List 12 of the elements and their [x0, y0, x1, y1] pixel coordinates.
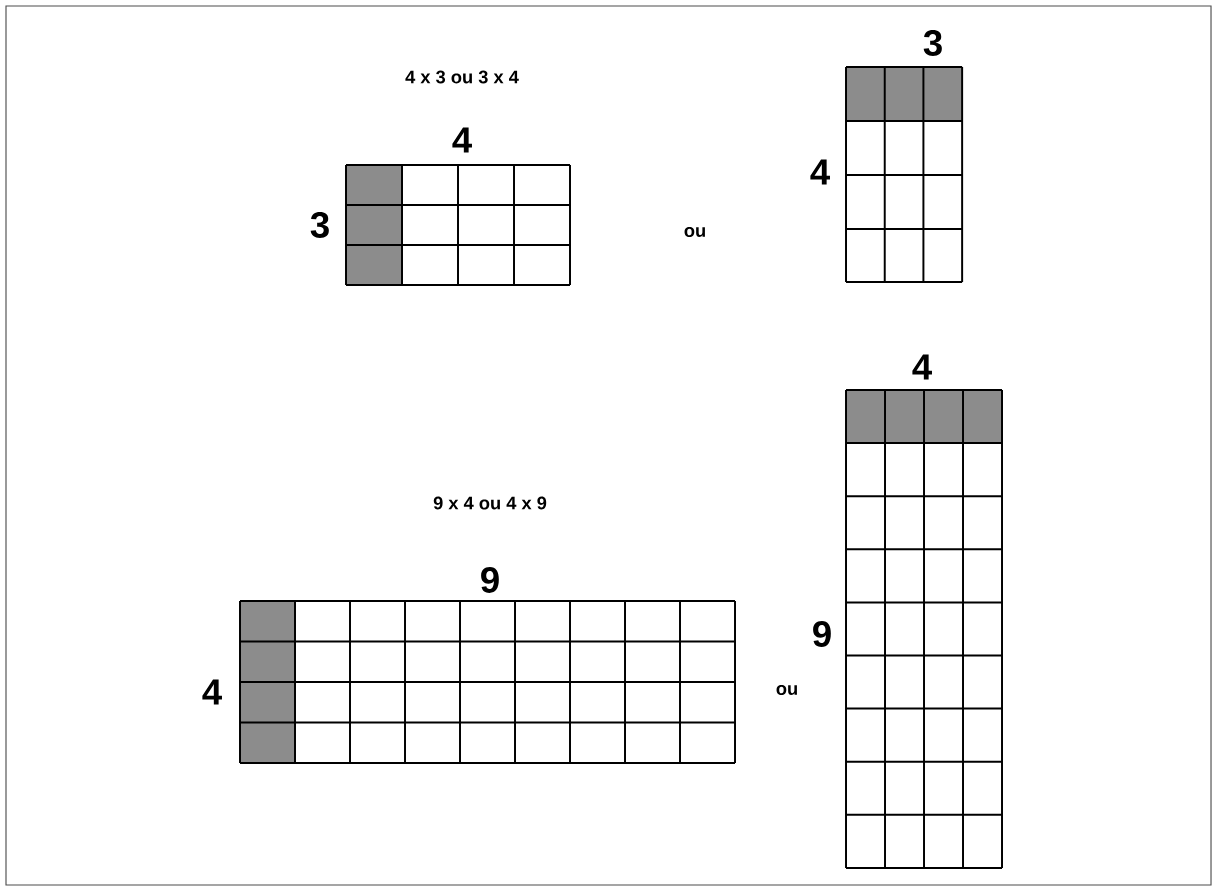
label: 4	[202, 679, 222, 705]
label: 9	[481, 567, 499, 593]
label: 4 x 3 ou 3 x 4	[405, 70, 519, 84]
label: 4	[912, 354, 932, 380]
label: 4	[452, 127, 472, 153]
label: ou	[776, 685, 797, 695]
label: 9 x 4 ou 4 x 9	[433, 496, 547, 510]
label: 3	[923, 30, 942, 56]
label: 9	[813, 621, 831, 647]
label: 4	[810, 159, 830, 185]
label: ou	[684, 227, 705, 237]
label: 3	[310, 212, 329, 238]
